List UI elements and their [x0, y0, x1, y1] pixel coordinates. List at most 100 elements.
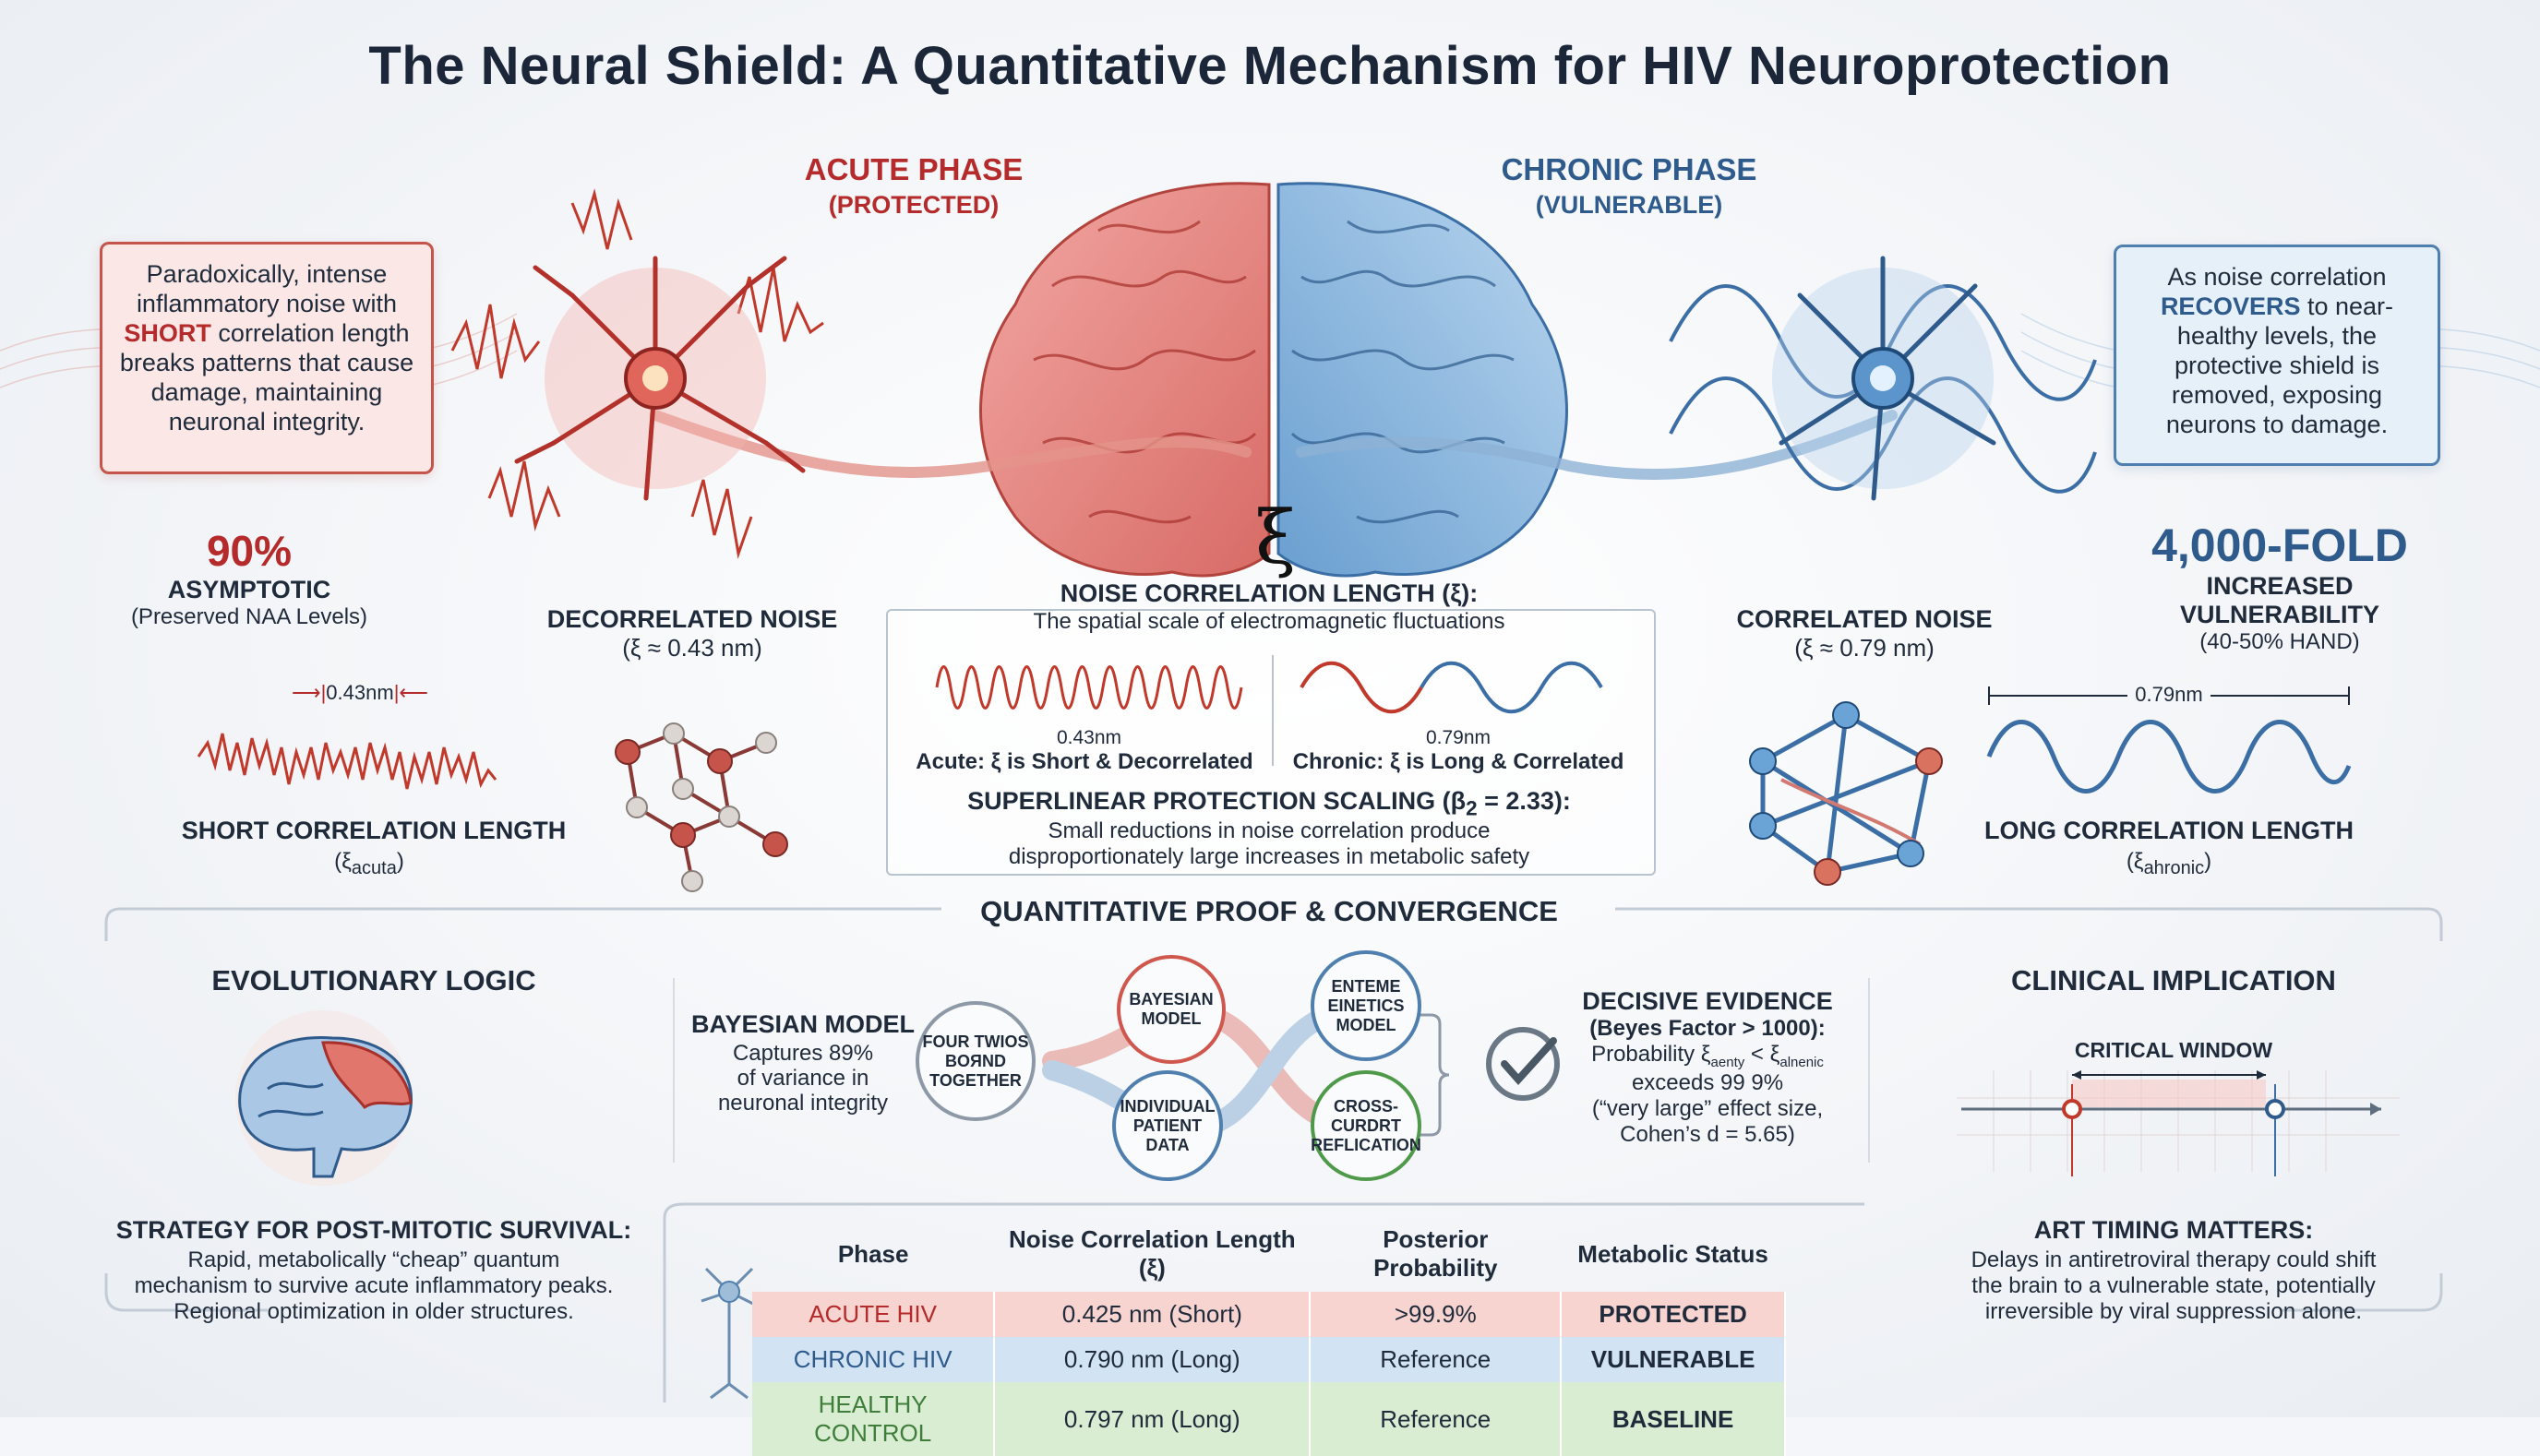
- table-cell-phase: HEALTHY CONTROL: [752, 1382, 996, 1456]
- chronic-callout-highlight: RECOVERS: [2160, 292, 2301, 320]
- table-cell-status: PROTECTED: [1561, 1292, 1786, 1337]
- proof-title: QUANTITATIVE PROOF & CONVERGENCE: [980, 895, 1558, 927]
- acute-stat-value: 90%: [206, 527, 293, 575]
- acute-callout: Paradoxically, intense inflammatory nois…: [100, 242, 434, 474]
- acute-phase-header: ACUTE PHASE (PROTECTED): [757, 152, 1071, 220]
- chronic-callout-pre: As noise correlation: [2167, 263, 2387, 291]
- scaling-head-sub: 2: [1466, 796, 1478, 820]
- chronic-callout-post: to near-healthy levels, the protective s…: [2165, 292, 2394, 438]
- center-acute-wave: [935, 665, 1243, 710]
- strategy-text-2: mechanism to survive acute inflammatory …: [134, 1273, 614, 1298]
- table-cell-probability: Reference: [1310, 1337, 1563, 1382]
- scaling-head-end: = 2.33):: [1477, 787, 1571, 815]
- bayes-text-1: Captures 89%: [732, 1041, 874, 1066]
- table-header-status: Metabolic Status: [1577, 1239, 1768, 1268]
- center-acute-caption: Acute: ξ is Short & Decorrelated: [916, 749, 1253, 774]
- node-kinetics: ENTEME EINETICS MODEL: [1311, 950, 1421, 1061]
- table-cell-probability: Reference: [1310, 1382, 1563, 1456]
- table-row: HEALTHY CONTROL 0.797 nm (Long) Referenc…: [752, 1382, 1786, 1456]
- acute-length-end: ): [396, 849, 404, 874]
- acute-length-sym: (ξ: [334, 849, 352, 874]
- brain-icon: ξ: [979, 148, 1568, 701]
- chronic-noise-title: CORRELATED NOISE: [1736, 605, 1993, 633]
- evidence-line-4: (“very large” effect size,: [1591, 1095, 1824, 1121]
- evidence-line-2: Probability ξaenty < ξalnenic: [1569, 1042, 1846, 1070]
- lower-frame: [104, 907, 2443, 1312]
- results-table: Phase Noise Correlation Length (ξ) Poste…: [752, 1216, 1786, 1456]
- chronic-length-end: ): [2204, 849, 2212, 874]
- acute-phase-sub: (PROTECTED): [828, 191, 1000, 219]
- table-frame: [663, 1202, 1864, 1402]
- art-text-1: Delays in antiretroviral therapy could s…: [1971, 1247, 2377, 1272]
- chronic-long-wave: [1986, 683, 2352, 794]
- neuron-blue-icon: [1669, 256, 2097, 501]
- table-row: CHRONIC HIV 0.790 nm (Long) Reference VU…: [752, 1337, 1786, 1382]
- chronic-stat: 4,000-FOLD INCREASED VULNERABILITY (40-5…: [2095, 519, 2464, 655]
- node-patient: INDIVIDUAL PATIENT DATA: [1112, 1070, 1223, 1181]
- bayes-head: BAYESIAN MODEL: [690, 1010, 916, 1038]
- center-sub: The spatial scale of electromagnetic flu…: [1033, 609, 1505, 634]
- chronic-noise-label: CORRELATED NOISE (ξ ≈ 0.79 nm): [1689, 605, 2040, 662]
- side-brain-icon: [235, 1010, 413, 1186]
- chronic-length-sub: ahronic: [2143, 857, 2205, 878]
- chronic-length-symbol: (ξahronic): [2077, 849, 2261, 879]
- critical-window-label: CRITICAL WINDOW: [2074, 1038, 2273, 1062]
- neuron-red-icon: [450, 188, 824, 559]
- evidence-line-5: Cohen’s d = 5.65): [1620, 1121, 1795, 1147]
- chronic-phase-sub: (VULNERABLE): [1535, 191, 1723, 219]
- evidence-line-2-a: Probability ξ: [1591, 1042, 1711, 1067]
- acute-stat-sub: (Preserved NAA Levels): [130, 604, 368, 629]
- xi-symbol: ξ: [1255, 495, 1296, 580]
- evidence-line-2-mid: < ξ: [1744, 1042, 1780, 1067]
- strategy-text-1: Rapid, metabolically “cheap” quantum: [187, 1247, 560, 1272]
- acute-length-symbol: (ξacuta): [277, 849, 461, 879]
- molecule-red-icon: [615, 722, 788, 892]
- acute-callout-highlight: SHORT: [124, 319, 211, 347]
- chronic-noise-xi: (ξ ≈ 0.79 nm): [1794, 634, 1935, 662]
- center-chronic-wave: [1300, 661, 1603, 714]
- chronic-phase-title: CHRONIC PHASE: [1501, 152, 1757, 186]
- clinical-head: CLINICAL IMPLICATION: [2011, 964, 2336, 997]
- evidence-block: DECISIVE EVIDENCE (Beyes Factor > 1000):…: [1569, 987, 1846, 1148]
- timeline-icon: [1957, 1070, 2400, 1176]
- bayes-text-3: neuronal integrity: [717, 1091, 889, 1116]
- table-cell-phase: CHRONIC HIV: [752, 1337, 996, 1382]
- table-header-row: Phase Noise Correlation Length (ξ) Poste…: [752, 1216, 1785, 1292]
- art-head: ART TIMING MATTERS:: [2033, 1216, 2314, 1244]
- acute-phase-title: ACUTE PHASE: [804, 152, 1024, 186]
- acute-noise-label: DECORRELATED NOISE (ξ ≈ 0.43 nm): [517, 605, 868, 662]
- table-cell-length: 0.790 nm (Long): [994, 1337, 1312, 1382]
- table-header-length: Noise Correlation Length (ξ): [1009, 1225, 1296, 1282]
- acute-wave-scale-label: 0.43nm: [326, 681, 394, 704]
- acute-noise-xi: (ξ ≈ 0.43 nm): [622, 634, 762, 662]
- acute-noise-title: DECORRELATED NOISE: [546, 605, 838, 633]
- chronic-stat-label-1: INCREASED: [2206, 572, 2354, 600]
- evolution-head: EVOLUTIONARY LOGIC: [211, 964, 536, 997]
- evidence-line-1: (Beyes Factor > 1000):: [1589, 1016, 1826, 1041]
- table-header-phase: Phase: [837, 1239, 909, 1268]
- scaling-head-text: SUPERLINEAR PROTECTION SCALING (β: [967, 787, 1467, 815]
- evidence-sub-1: aenty: [1710, 1054, 1745, 1070]
- acute-length-sub: acuta: [351, 857, 397, 878]
- acute-length-label: SHORT CORRELATION LENGTH: [181, 817, 567, 844]
- table-row: ACUTE HIV 0.425 nm (Short) >99.9% PROTEC…: [752, 1292, 1786, 1337]
- center-acute-scale: 0.43nm: [1056, 727, 1122, 748]
- table-cell-status: VULNERABLE: [1561, 1337, 1786, 1382]
- table-header-probability: Posterior Probability: [1373, 1225, 1498, 1282]
- node-cross: CROSS-CURDRT REFLICATION: [1311, 1070, 1421, 1181]
- evidence-sub-2: alnenic: [1779, 1054, 1824, 1070]
- scaling-text-1: Small reductions in noise correlation pr…: [1048, 818, 1491, 843]
- art-text-2: the brain to a vulnerable state, potenti…: [1971, 1273, 2376, 1298]
- table-cell-length: 0.425 nm (Short): [994, 1292, 1312, 1337]
- strategy-text-3: Regional optimization in older structure…: [174, 1299, 574, 1324]
- chronic-callout: As noise correlation RECOVERS to near-he…: [2114, 245, 2440, 466]
- chronic-length-label: LONG CORRELATION LENGTH: [1984, 817, 2354, 844]
- center-divider: [1272, 655, 1274, 766]
- evidence-line-3: exceeds 99 9%: [1631, 1069, 1784, 1095]
- page-title: The Neural Shield: A Quantitative Mechan…: [368, 36, 2172, 96]
- strategy-head: STRATEGY FOR POST-MITOTIC SURVIVAL:: [115, 1216, 632, 1244]
- acute-callout-post: correlation length breaks patterns that …: [119, 319, 414, 436]
- acute-stat-label: ASYMPTOTIC: [167, 576, 331, 603]
- neuron-small-icon: [701, 1267, 758, 1400]
